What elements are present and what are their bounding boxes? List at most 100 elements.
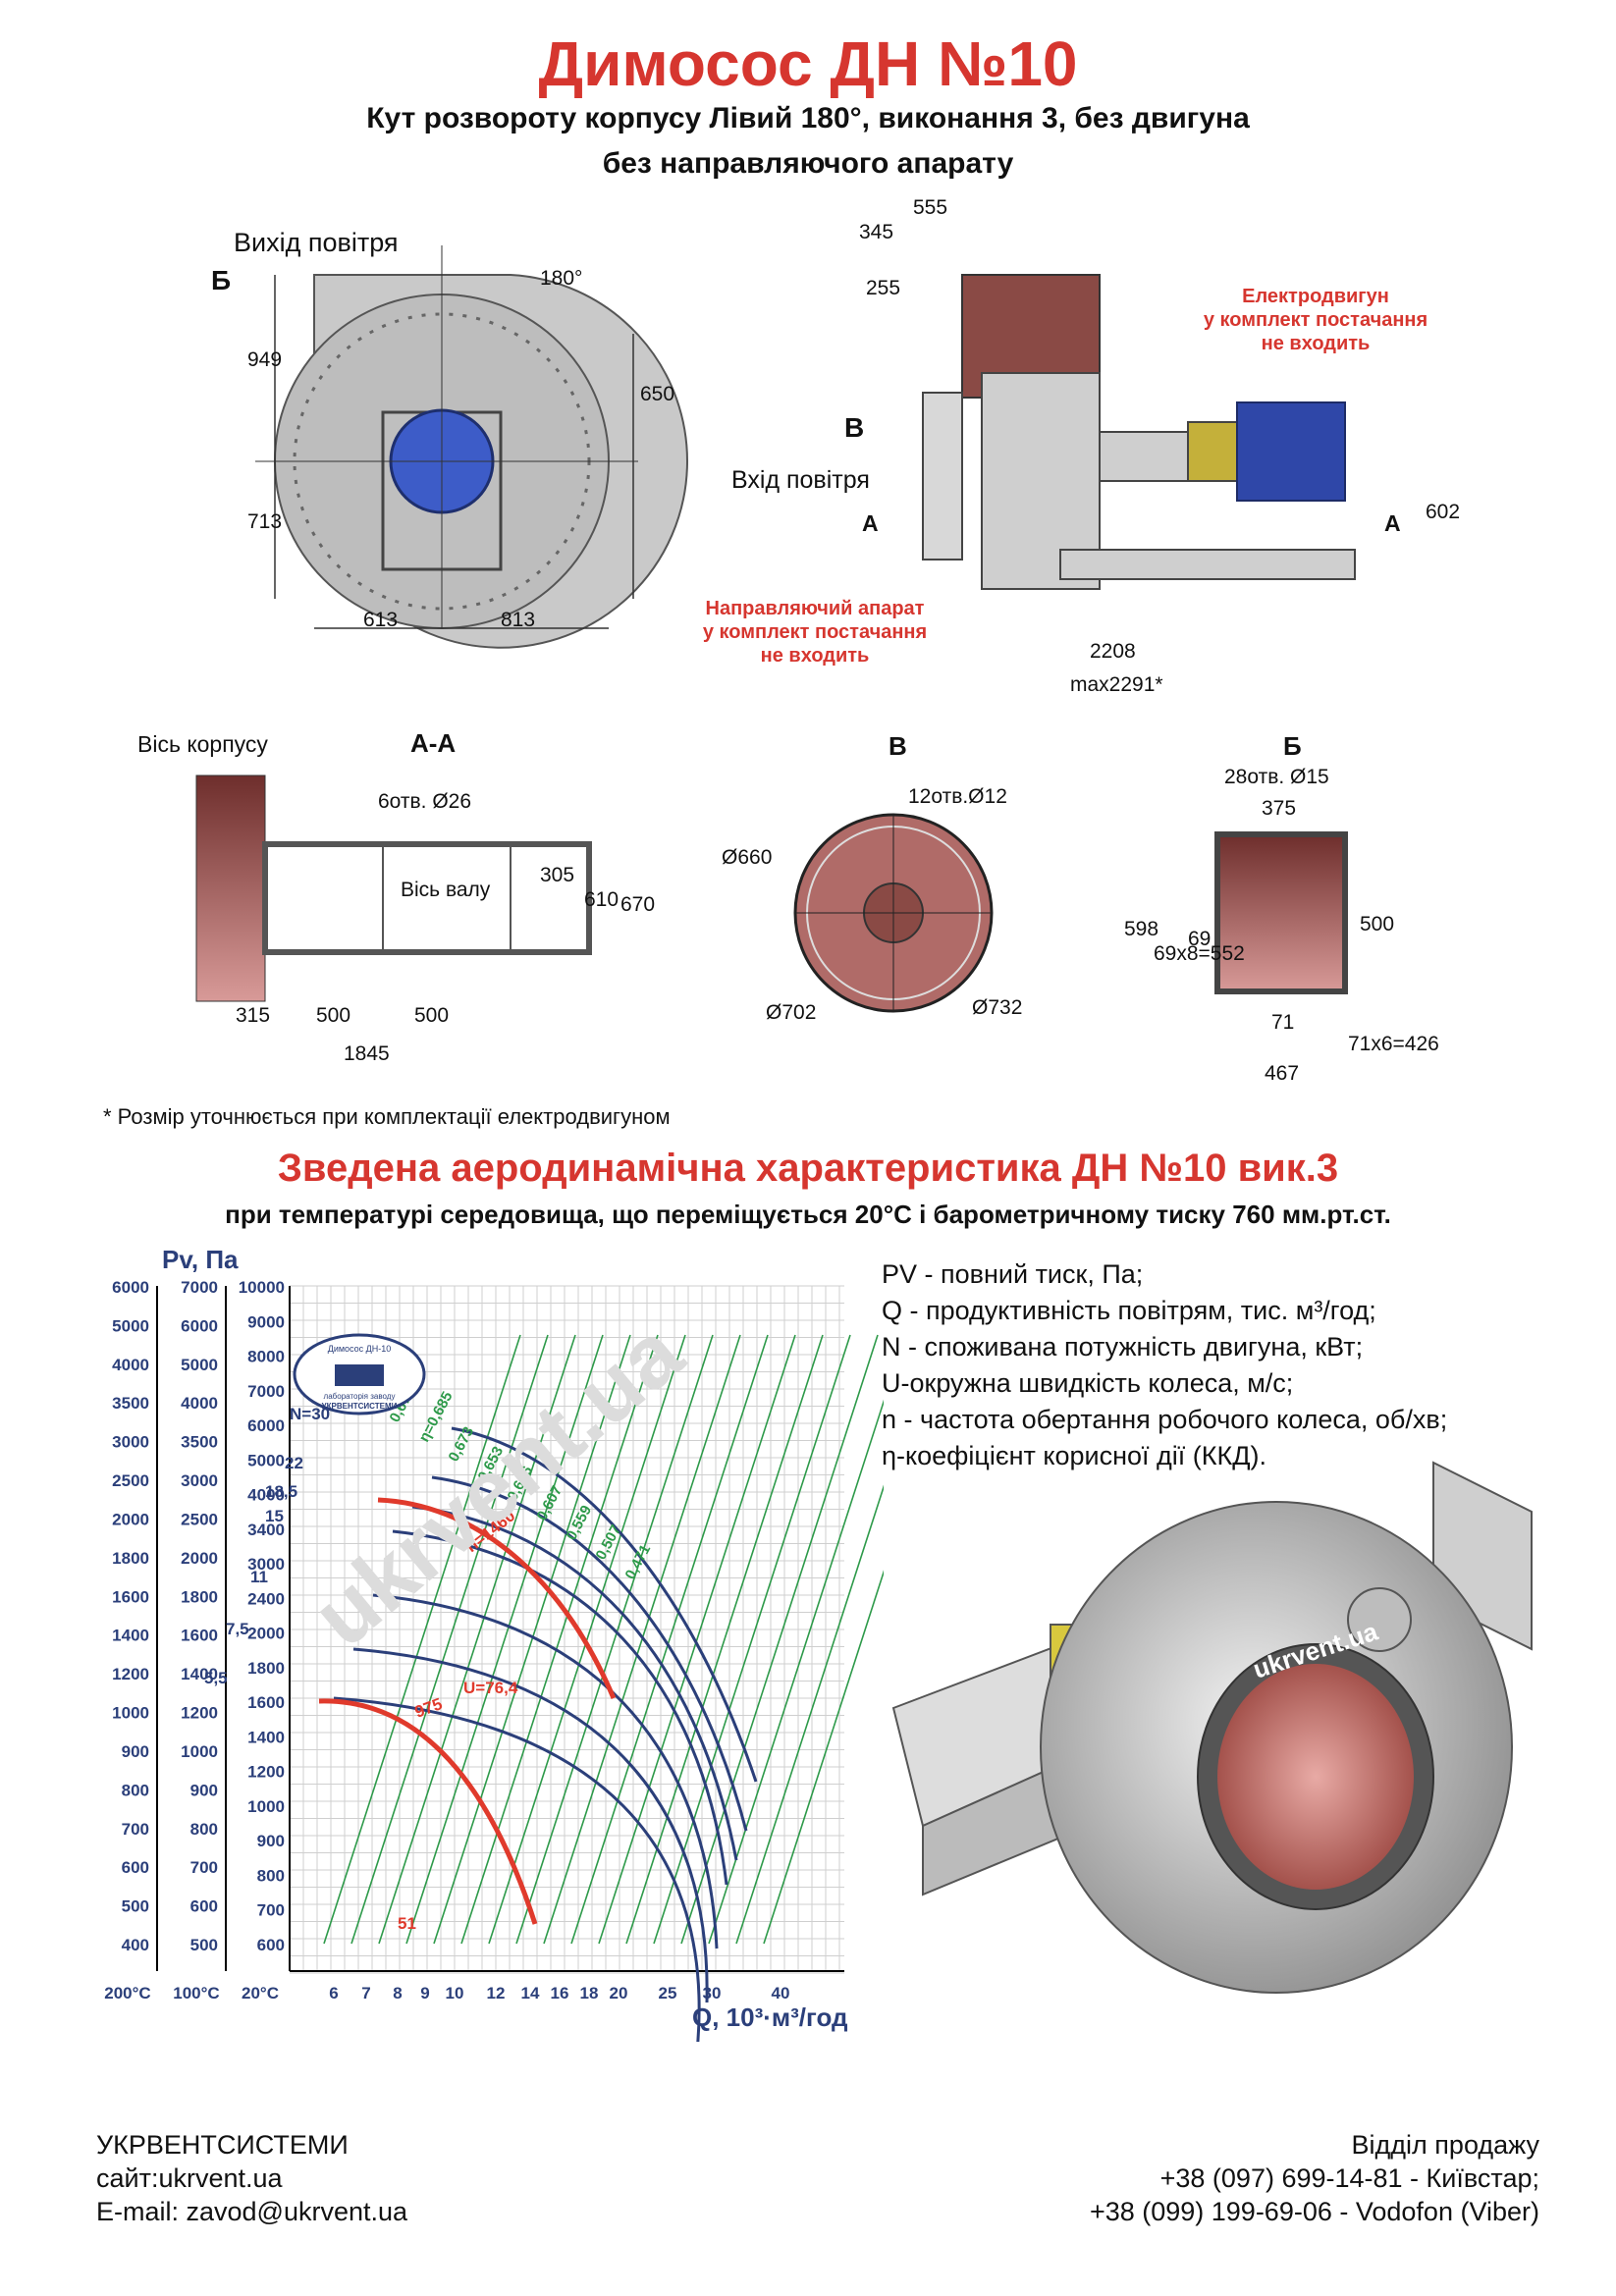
motor-note-2: у комплект постачання — [1203, 309, 1428, 331]
y-tick-label: 3400 — [247, 1521, 285, 1539]
y-tick-label: 1600 — [181, 1627, 218, 1645]
efficiency-line — [433, 1334, 631, 1945]
y-tick-label: 500 — [122, 1897, 149, 1916]
dim-71: 71 — [1271, 1011, 1295, 1034]
y-tick-label: 2400 — [247, 1589, 285, 1608]
aero-title: Зведена аеродинамічна характеристика ДН … — [277, 1147, 1339, 1190]
angle-label: 180° — [540, 267, 583, 290]
legend-item: PV - повний тиск, Па; — [882, 1259, 1144, 1289]
efficiency-line — [735, 1484, 884, 1945]
y-tick-label: 3000 — [247, 1555, 285, 1574]
page-title: Димосос ДН №10 — [538, 28, 1078, 99]
x-tick-label: 25 — [659, 1984, 677, 2002]
legend-item: Q - продуктивність повітрям, тис. м³/год… — [882, 1296, 1376, 1325]
x-tick-label: 14 — [521, 1984, 540, 2002]
speed-curve-975 — [318, 1698, 538, 1925]
y-tick-label: 1000 — [247, 1797, 285, 1816]
section-aa-drawing — [195, 774, 592, 1002]
efficiency-line — [405, 1334, 604, 1945]
power-label: 11 — [250, 1568, 268, 1586]
x-axis-temp: 100°С — [173, 1984, 219, 2002]
phone-kyivstar[interactable]: +38 (097) 699-14-81 - Київстар; — [1159, 2163, 1539, 2193]
y-tick-label: 700 — [190, 1858, 218, 1877]
y-tick-label: 1600 — [247, 1693, 285, 1712]
axis-shaft-label: Вісь валу — [401, 879, 491, 901]
power-curve — [333, 1696, 701, 2042]
motor-note: Електродвигун у комплект постачання не в… — [1178, 285, 1453, 355]
y-tick-label: 3000 — [112, 1433, 149, 1452]
mark-b: Б — [211, 265, 232, 295]
y-tick-label: 1000 — [181, 1742, 218, 1761]
dim-602: 602 — [1426, 501, 1461, 523]
power-label: 22 — [285, 1454, 303, 1472]
y-tick-label: 9000 — [247, 1312, 285, 1331]
dim-500: 500 — [1360, 913, 1395, 935]
y-tick-label: 5000 — [181, 1356, 218, 1374]
y-tick-label: 3000 — [181, 1471, 218, 1490]
legend: PV - повний тиск, Па; Q - продуктивність… — [882, 1256, 1447, 1474]
email-link[interactable]: E-mail: zavod@ukrvent.ua — [96, 2197, 408, 2226]
holes-b: 28отв. Ø15 — [1224, 766, 1329, 788]
y-tick-label: 4000 — [247, 1486, 285, 1505]
y-tick-label: 1200 — [181, 1704, 218, 1723]
y-tick-label: 900 — [257, 1832, 285, 1850]
y-tick-label: 4000 — [112, 1356, 149, 1374]
y-tick-label: 700 — [122, 1820, 149, 1839]
y-tick-label: 6000 — [247, 1416, 285, 1435]
sales-label: Відділ продажу — [1351, 2130, 1539, 2160]
y-tick-label: 7000 — [247, 1382, 285, 1401]
guide-note-2: у комплект постачання — [702, 621, 928, 643]
y-tick-label: 3500 — [112, 1394, 149, 1413]
power-label: 18,5 — [265, 1482, 297, 1501]
x-tick-label: 16 — [551, 1984, 569, 2002]
y-tick-label: 1400 — [112, 1627, 149, 1645]
dim-555: 555 — [913, 196, 948, 219]
y-tick-label: 800 — [190, 1820, 218, 1839]
guide-note: Направляючий апарат у комплект постачанн… — [677, 597, 952, 667]
x-tick-label: 6 — [329, 1984, 338, 2002]
logo-line-1: Димосос ДН-10 — [328, 1344, 392, 1354]
x-tick-label: 7 — [361, 1984, 370, 2002]
efficiency-line — [708, 1399, 884, 1945]
y-tick-label: 5000 — [112, 1316, 149, 1335]
y-tick-label: 1800 — [112, 1549, 149, 1568]
y-tick-label: 800 — [122, 1781, 149, 1799]
efficiency-line — [515, 1334, 714, 1945]
y-tick-label: 2500 — [181, 1510, 218, 1528]
phone-vodafone[interactable]: +38 (099) 199-69-06 - Vodofon (Viber) — [1089, 2197, 1539, 2226]
efficiency-line — [653, 1334, 851, 1945]
view-v-drawing — [793, 813, 994, 1013]
mark-v: В — [844, 412, 865, 443]
dim-713: 713 — [247, 510, 283, 533]
y-tick-label: 2000 — [181, 1549, 218, 1568]
y-tick-label: 600 — [122, 1858, 149, 1877]
logo-line-3: УКРВЕНТСИСТЕМИ — [322, 1402, 398, 1411]
y-tick-label: 5000 — [247, 1451, 285, 1469]
y-tick-label: 10000 — [239, 1278, 285, 1297]
power-curve — [431, 1475, 748, 1832]
lab-logo: Димосос ДН-10 лабораторія заводу УКРВЕНТ… — [293, 1333, 426, 1415]
dim-375: 375 — [1262, 797, 1297, 820]
y-tick-label: 1800 — [181, 1587, 218, 1606]
efficiency-line — [570, 1334, 769, 1945]
footer-left: УКРВЕНТСИСТЕМИ сайт:ukrvent.ua E-mail: z… — [96, 2128, 407, 2228]
site-link[interactable]: сайт:ukrvent.ua — [96, 2163, 283, 2193]
legend-item: N - споживана потужність двигуна, кВт; — [882, 1332, 1364, 1362]
x-tick-label: 20 — [610, 1984, 628, 2002]
view-b-drawing — [1214, 831, 1348, 994]
dim-255: 255 — [866, 277, 901, 299]
dim-69x8: 69x8=552 — [1154, 942, 1245, 965]
x-tick-label: 8 — [393, 1984, 402, 2002]
efficiency-line — [378, 1334, 576, 1945]
motor-note-3: не входить — [1261, 333, 1371, 354]
fan-3d-render: ukrvent.ua — [891, 1461, 1533, 1994]
efficiency-line — [763, 1570, 884, 1945]
dim-613: 613 — [363, 609, 399, 631]
power-curve — [392, 1529, 728, 1886]
x-tick-label: 9 — [420, 1984, 429, 2002]
legend-item: η-коефіцієнт корисної дії (ККД). — [882, 1441, 1267, 1470]
x-tick-label: 30 — [703, 1984, 722, 2002]
dim-660: Ø660 — [722, 846, 773, 869]
y-tick-label: 500 — [190, 1936, 218, 1954]
dim-467: 467 — [1265, 1062, 1300, 1085]
